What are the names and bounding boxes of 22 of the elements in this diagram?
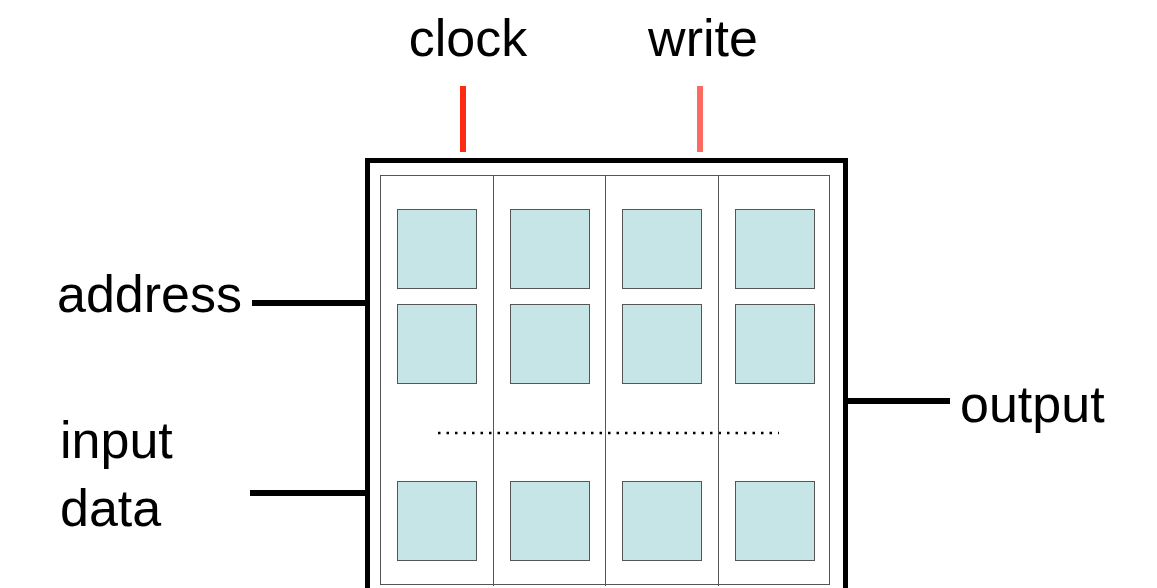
memory-cell [397,481,477,561]
memory-cell [397,209,477,289]
memory-cell [397,304,477,384]
memory-cell [622,209,702,289]
signal-line [848,398,950,404]
memory-cell [509,209,590,289]
signal-line [250,490,365,496]
memory-cell [734,209,815,289]
signal-label: write [613,4,793,74]
signal-label: clock [378,4,558,74]
signal-label: input data [60,400,240,550]
memory-cell [734,481,815,561]
signal-line [460,86,466,152]
memory-cell [622,481,702,561]
signal-line [252,300,365,306]
memory-cell [509,304,590,384]
memory-cell [509,481,590,561]
signal-line [697,86,703,152]
signal-label: address [0,262,242,328]
memory-cell [622,304,702,384]
signal-label: output [960,372,1157,438]
memory-cell [734,304,815,384]
